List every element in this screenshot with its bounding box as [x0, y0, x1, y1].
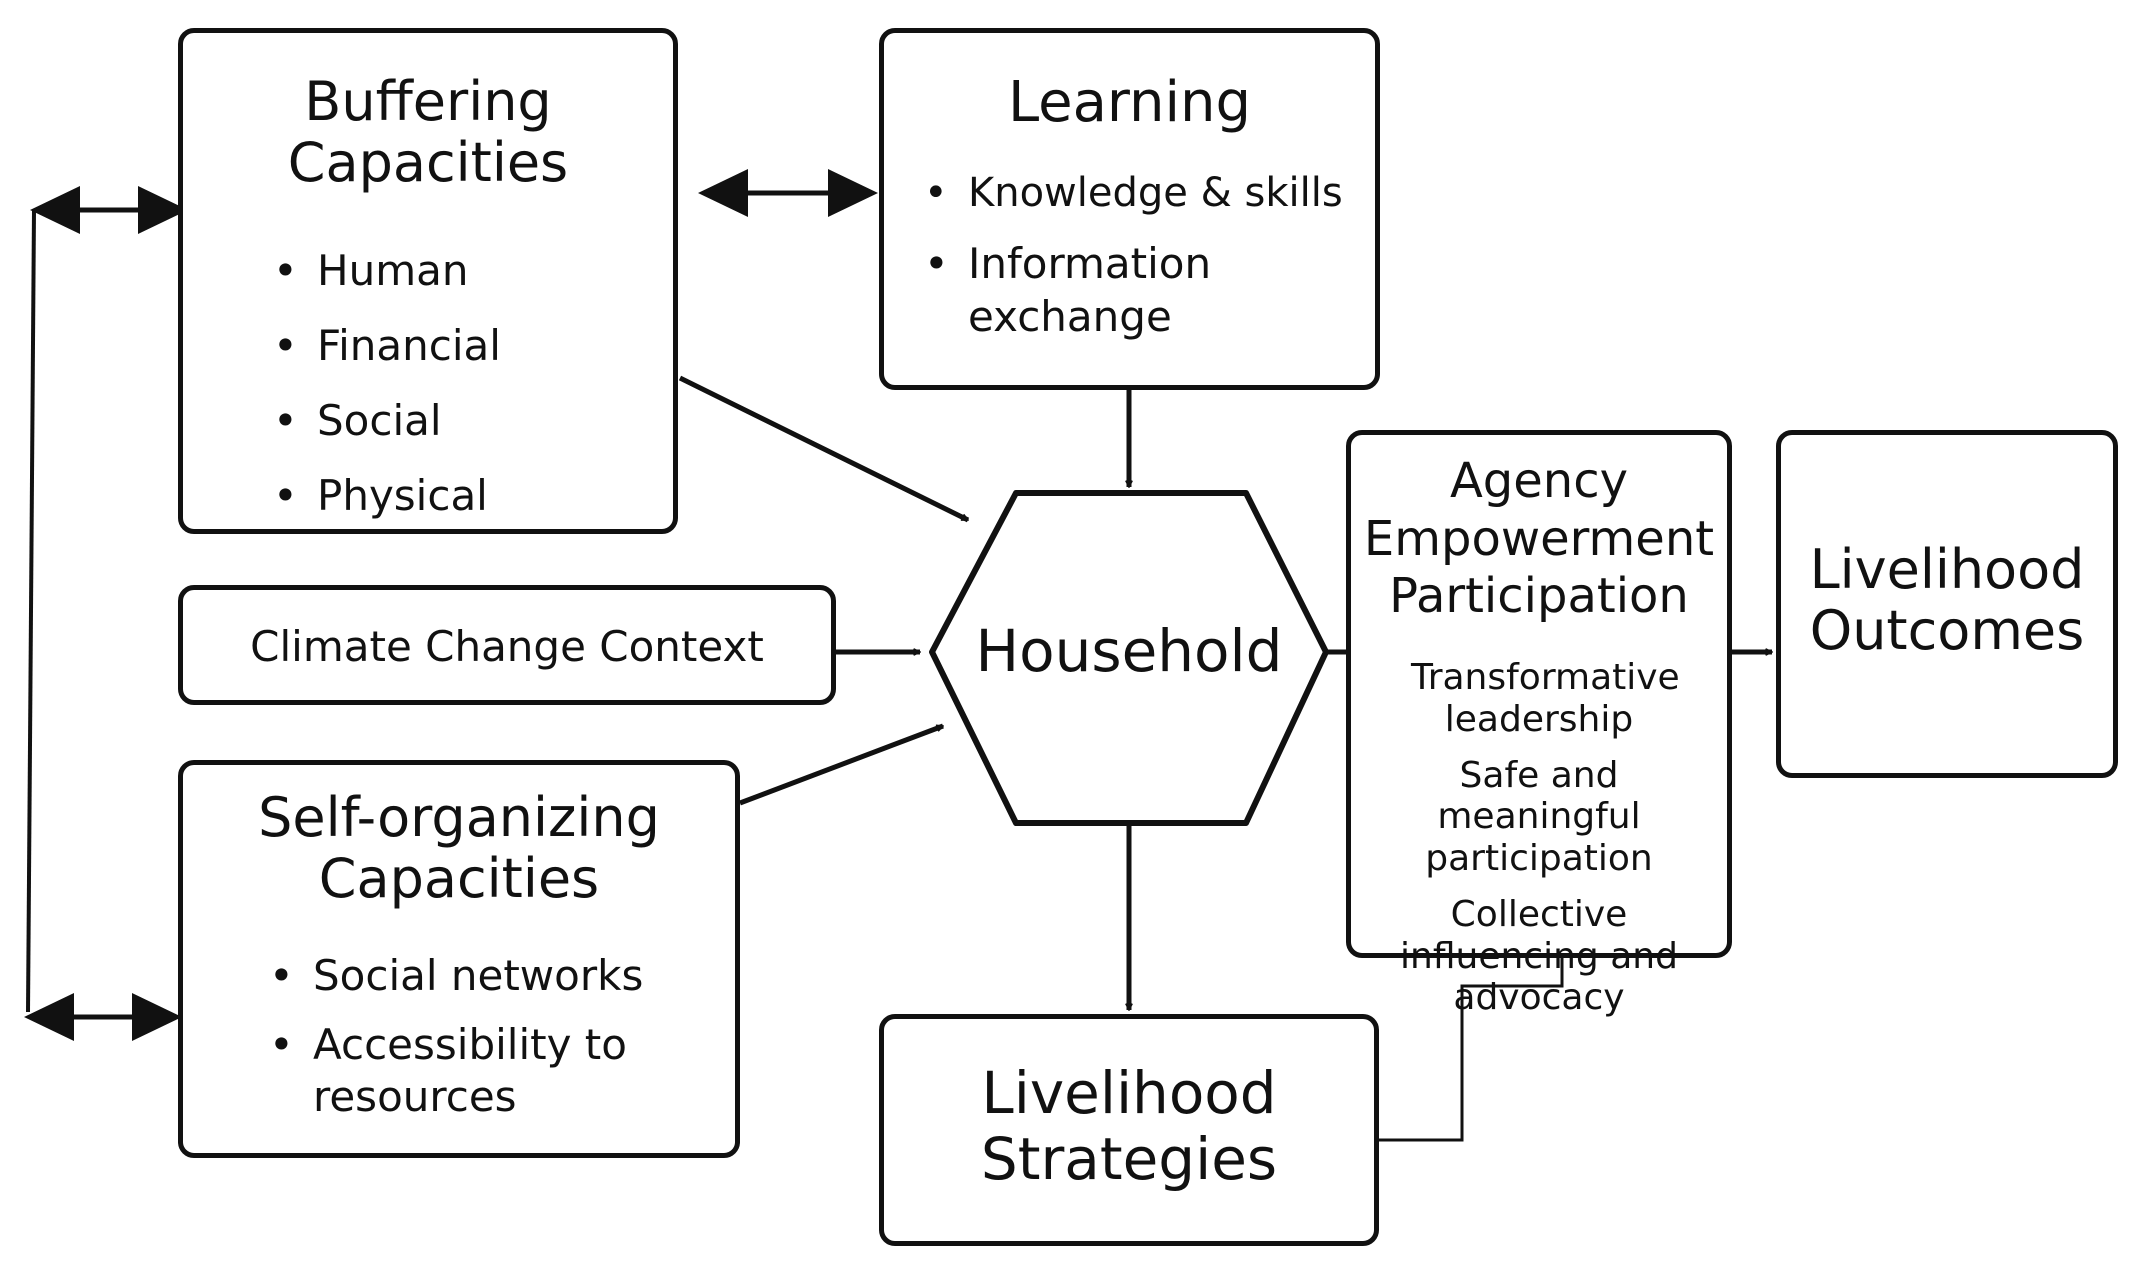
self-organizing-capacities-box: Self-organizing Capacities Social networ… — [178, 760, 740, 1158]
learning-box: Learning Knowledge & skills Information … — [879, 28, 1380, 390]
livelihood-strategies-title: Livelihood Strategies — [980, 1059, 1278, 1193]
climate-change-context-box: Climate Change Context — [178, 585, 836, 705]
buffering-capacities-box: Buffering Capacities Human Financial Soc… — [178, 28, 678, 534]
list-item: Social — [273, 396, 501, 445]
list-item: Financial — [273, 321, 501, 370]
list-item: Transformative leadership — [1411, 657, 1680, 740]
list-item: Social networks — [269, 950, 709, 1003]
list-item: Human — [273, 246, 501, 295]
double-arrow-buffering-learning — [698, 169, 878, 217]
list-item: Information exchange — [924, 238, 1268, 343]
arrow-agency-to-strategies — [1368, 956, 1564, 1140]
list-item: Safe and meaningful participation — [1425, 754, 1653, 880]
learning-list: Knowledge & skills Information exchange — [924, 168, 1364, 343]
livelihood-outcomes-title: Livelihood Outcomes — [1809, 538, 2085, 663]
learning-title: Learning — [1007, 70, 1252, 135]
livelihood-strategies-box: Livelihood Strategies — [879, 1014, 1379, 1246]
agency-sub-list: Transformative leadership Safe and meani… — [1351, 657, 1727, 1033]
double-arrow-self-organizing — [24, 993, 182, 1041]
arrow-buffering-to-household — [678, 375, 968, 523]
list-item: Collective influencing and advocacy — [1400, 893, 1678, 1019]
climate-change-context-label: Climate Change Context — [250, 622, 764, 671]
feedback-loop-line — [26, 209, 36, 1013]
household-hexagon — [929, 490, 1329, 826]
self-organizing-capacities-list: Social networks Accessibility to resourc… — [269, 950, 709, 1124]
household-label: Household — [976, 617, 1283, 685]
arrow-selforg-to-household — [739, 723, 943, 806]
list-item: Knowledge & skills — [924, 168, 1364, 218]
agency-empowerment-participation-box: Agency Empowerment Participation Transfo… — [1346, 430, 1732, 1018]
self-organizing-capacities-title: Self-organizing Capacities — [258, 786, 660, 911]
buffering-capacities-title: Buffering Capacities — [287, 70, 569, 195]
double-arrow-buffering — [30, 186, 188, 234]
buffering-capacities-list: Human Financial Social Physical — [273, 246, 501, 520]
livelihood-outcomes-box: Livelihood Outcomes — [1776, 430, 2118, 778]
list-item: Accessibility to resources — [269, 1019, 643, 1124]
list-item: Physical — [273, 471, 501, 520]
agency-title: Agency Empowerment Participation — [1363, 453, 1715, 625]
